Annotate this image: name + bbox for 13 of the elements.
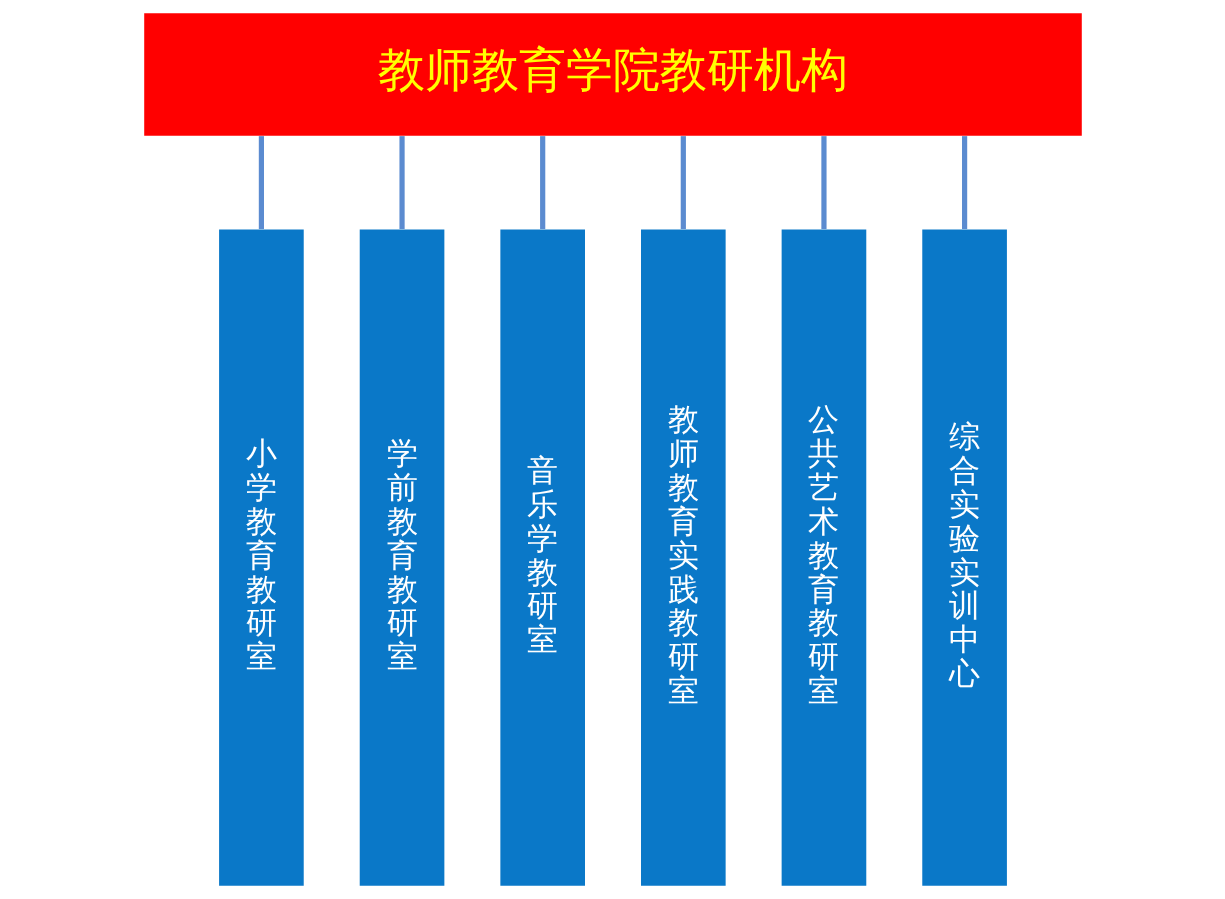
node-box: 音乐学教研室 <box>499 229 585 886</box>
node-box: 综合实验实训中心 <box>921 229 1007 886</box>
connector <box>961 136 967 230</box>
node-box: 教师教育实践教研室 <box>640 229 726 886</box>
connector <box>258 136 264 230</box>
node-box: 公共艺术教育教研室 <box>781 229 866 886</box>
node-box: 教师教育学院教研机构 <box>143 13 1082 136</box>
connector <box>820 136 827 230</box>
connector <box>539 136 545 230</box>
node-box: 小学教育教研室 <box>218 229 304 886</box>
node-box: 学前教育教研室 <box>359 229 444 886</box>
connector <box>680 136 686 230</box>
connector <box>398 136 405 230</box>
